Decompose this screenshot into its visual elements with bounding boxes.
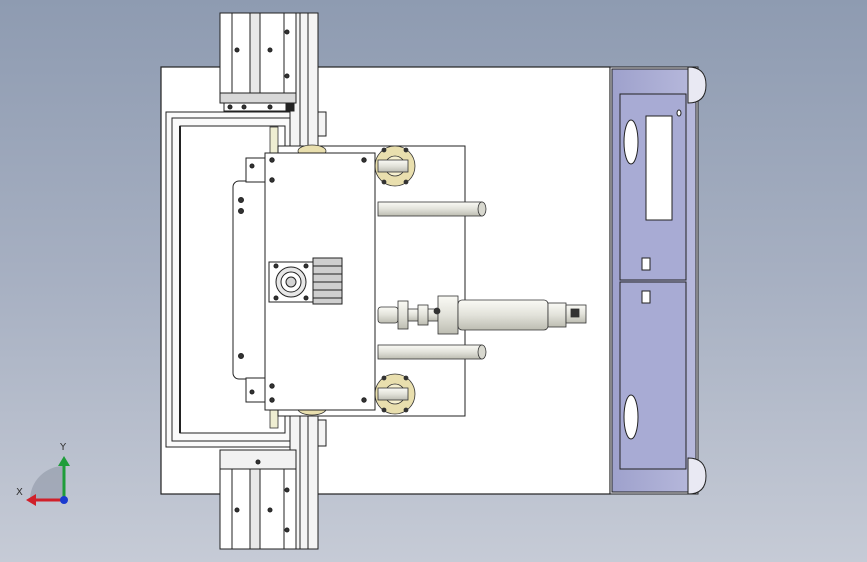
- guide-shaft-upper: [377, 201, 487, 217]
- flange-bearing-top: [374, 145, 416, 187]
- axis-x-label: X: [16, 487, 23, 498]
- axis-z-dot: [60, 496, 68, 504]
- pneumatic-cylinder: [377, 295, 587, 335]
- axis-triad: [26, 456, 70, 506]
- motor-gearbox: [268, 257, 343, 305]
- flange-bearing-bottom: [374, 373, 416, 415]
- axis-y-arrow: [58, 456, 70, 466]
- axis-x-arrow: [26, 494, 36, 506]
- bottom-carriage-block: [219, 449, 297, 550]
- axis-y-label: Y: [60, 442, 67, 453]
- control-cabinet: [609, 66, 707, 495]
- top-carriage-block: [219, 12, 297, 112]
- guide-shaft-lower: [377, 344, 487, 360]
